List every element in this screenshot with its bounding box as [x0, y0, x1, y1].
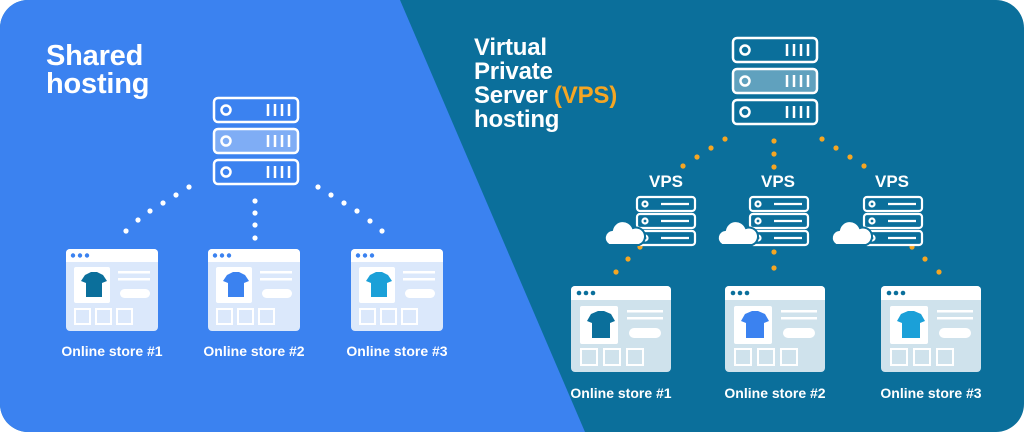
vps-store-label-3: Online store #3: [880, 385, 982, 401]
vps-title-line3: Server (VPS): [474, 84, 617, 108]
tshirt-icon: [741, 311, 769, 338]
shared-store-label-1: Online store #1: [61, 343, 163, 359]
vps-store-label-2: Online store #2: [724, 385, 826, 401]
server-stack-icon: [731, 36, 819, 126]
shared-store-label-2: Online store #2: [203, 343, 305, 359]
tshirt-icon: [81, 272, 107, 297]
browser-window-icon: [571, 286, 671, 372]
shared-store-label-3: Online store #3: [346, 343, 448, 359]
browser-window-icon: [208, 249, 300, 331]
tshirt-icon: [587, 311, 615, 338]
vps-title-line4: hosting: [474, 106, 560, 133]
vps-server-cloud-icon: [830, 195, 924, 247]
vps-title-line2: Private: [474, 58, 553, 85]
tshirt-icon: [897, 311, 925, 338]
browser-window-icon: [725, 286, 825, 372]
shared-title-line1: Shared: [46, 40, 144, 72]
browser-window-icon: [351, 249, 443, 331]
vps-title-server: Server: [474, 82, 548, 109]
browser-window-icon: [66, 249, 158, 331]
vps-label-1: VPS: [648, 172, 684, 191]
vps-title-line1: Virtual: [474, 34, 547, 61]
vps-title-highlight: (VPS): [554, 82, 618, 109]
vps-server-cloud-icon: [603, 195, 697, 247]
browser-window-icon: [881, 286, 981, 372]
vps-store-label-1: Online store #1: [570, 385, 672, 401]
tshirt-icon: [366, 272, 392, 297]
server-stack-icon: [212, 96, 300, 186]
vps-server-cloud-icon: [716, 195, 810, 247]
shared-title-line2: hosting: [46, 68, 150, 100]
vps-label-2: VPS: [760, 172, 796, 191]
tshirt-icon: [223, 272, 249, 297]
shared-connectors: [123, 184, 385, 241]
vps-label-3: VPS: [874, 172, 910, 191]
vps-hosting-title: Virtual Private Server (VPS) hosting: [474, 36, 617, 132]
shared-hosting-title: Shared hosting: [46, 40, 150, 100]
